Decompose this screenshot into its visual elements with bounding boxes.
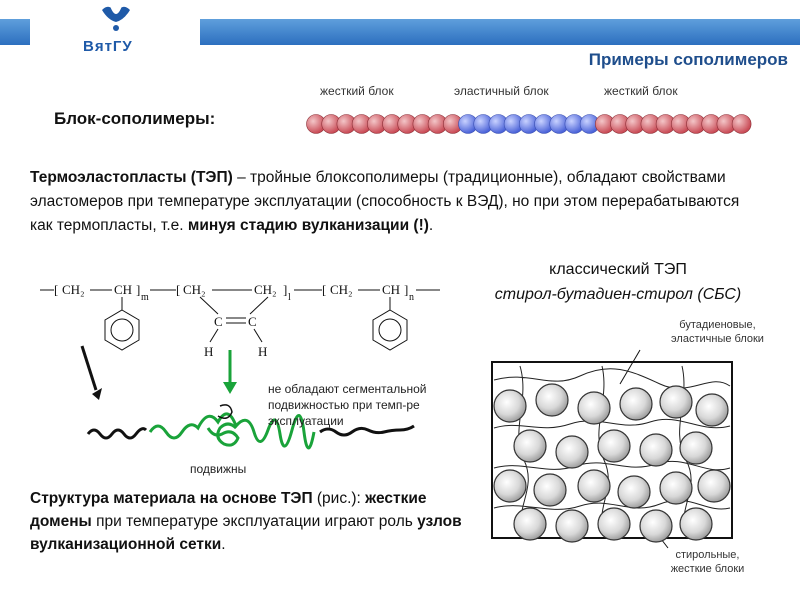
block-chain-illustration: жесткий блок эластичный блок жесткий бло… — [304, 84, 754, 144]
structure-bold-2: жесткие домены — [30, 490, 427, 530]
styrene-domain — [577, 469, 611, 503]
styrene-domain — [659, 471, 693, 505]
structure-paragraph: Структура материала на основе ТЭП (рис.)… — [30, 487, 490, 556]
mobile-note: подвижны — [190, 462, 247, 476]
styrene-domain — [659, 385, 693, 419]
formula-unit1: CH₂ — [62, 282, 85, 297]
chain-label-elastic: эластичный блок — [454, 84, 549, 98]
block-copolymers-heading: Блок-сополимеры: — [54, 109, 216, 128]
tpe-definition: Термоэластопласты (ТЭП) – тройные блоксо… — [30, 166, 750, 238]
svg-text:]: ] — [283, 282, 287, 297]
svg-text:[: [ — [322, 282, 326, 297]
styrene-domain — [639, 433, 673, 467]
styrene-domain — [679, 431, 713, 465]
slide-title: Примеры сополимеров — [588, 50, 788, 69]
formula-unit2b: CH₂ — [254, 282, 277, 297]
formula-unit2: CH₂ — [183, 282, 206, 297]
formula-sub-l: l — [288, 292, 291, 303]
structure-text-3: . — [221, 536, 226, 553]
classic-tpe-line2: стирол-бутадиен-стирол (СБС) — [494, 286, 742, 303]
logo-emblem-icon — [102, 3, 130, 31]
styrene-domain — [555, 509, 589, 543]
structure-text-1: (рис.): — [312, 490, 366, 507]
styrene-domain — [535, 383, 569, 417]
domain-morphology-figure: бутадиеновые, эластичные блоки стирольны… — [490, 310, 792, 590]
styrene-domain — [577, 391, 611, 425]
tpe-emphasis: минуя стадию вулканизации (!) — [187, 217, 429, 234]
svg-text:[: [ — [54, 282, 58, 297]
styrene-domain — [619, 387, 653, 421]
formula-c2: C — [248, 314, 257, 329]
styrene-domain — [695, 393, 729, 427]
styrene-domain — [697, 469, 731, 503]
chain-label-hard-1: жесткий блок — [320, 84, 394, 98]
styrene-domain — [617, 475, 651, 509]
styrene-domain — [533, 473, 567, 507]
tpe-text: – тройные блоксополимеры (традиционные),… — [30, 169, 740, 234]
styrene-domain — [513, 429, 547, 463]
styrene-domain — [597, 507, 631, 541]
styrene-domain — [555, 435, 589, 469]
chain-mobility-illustration — [80, 345, 415, 450]
formula-sub-n: n — [409, 292, 414, 303]
structure-bold-3: узлов вулканизационной сетки — [30, 513, 462, 553]
university-logo — [30, 0, 200, 68]
structure-text-2: при температуре эксплуатации играют роль — [91, 513, 418, 530]
classic-tpe-line1: классический ТЭП — [549, 261, 687, 278]
tpe-term: Термоэластопласты (ТЭП) — [30, 169, 233, 186]
tpe-end: . — [428, 217, 434, 234]
header-bar-right — [200, 19, 800, 45]
formula-h2: H — [258, 344, 267, 359]
formula-h1: H — [204, 344, 213, 359]
classic-tpe-caption: классический ТЭП стирол-бутадиен-стирол … — [448, 257, 788, 307]
bead-chain — [306, 114, 752, 134]
label-butadiene-blocks: бутадиеновые, эластичные блоки — [671, 319, 764, 345]
formula-sub-m: m — [141, 292, 149, 303]
styrene-domain — [679, 507, 713, 541]
hard-bead — [731, 114, 752, 134]
svg-text:[: [ — [176, 282, 180, 297]
styrene-domain — [493, 389, 527, 423]
logo-text: ВятГУ — [83, 38, 133, 55]
svg-text:]: ] — [404, 282, 408, 297]
formula-unit3: CH₂ — [330, 282, 353, 297]
formula-c1: C — [214, 314, 223, 329]
sbs-structural-formula: [ CH₂ CH ] m [ CH₂ CH₂ ] l [ CH₂ CH ] n … — [40, 282, 440, 359]
label-styrene-blocks: стирольные, жесткие блоки — [670, 549, 745, 575]
black-arrow-icon — [80, 345, 98, 391]
formula-unit3b: CH — [382, 282, 400, 297]
segmental-mobility-note: не обладают сегментальной подвижностью п… — [268, 382, 427, 428]
svg-text:]: ] — [136, 282, 140, 297]
styrene-domain — [597, 429, 631, 463]
structure-bold-1: Структура материала на основе ТЭП — [30, 490, 313, 507]
styrene-domain — [493, 469, 527, 503]
domain-diagram — [491, 349, 733, 549]
header-bar-left — [0, 19, 30, 45]
chain-label-hard-2: жесткий блок — [604, 84, 678, 98]
formula-unit1b: CH — [114, 282, 132, 297]
styrene-domain — [513, 507, 547, 541]
styrene-domain — [639, 509, 673, 543]
